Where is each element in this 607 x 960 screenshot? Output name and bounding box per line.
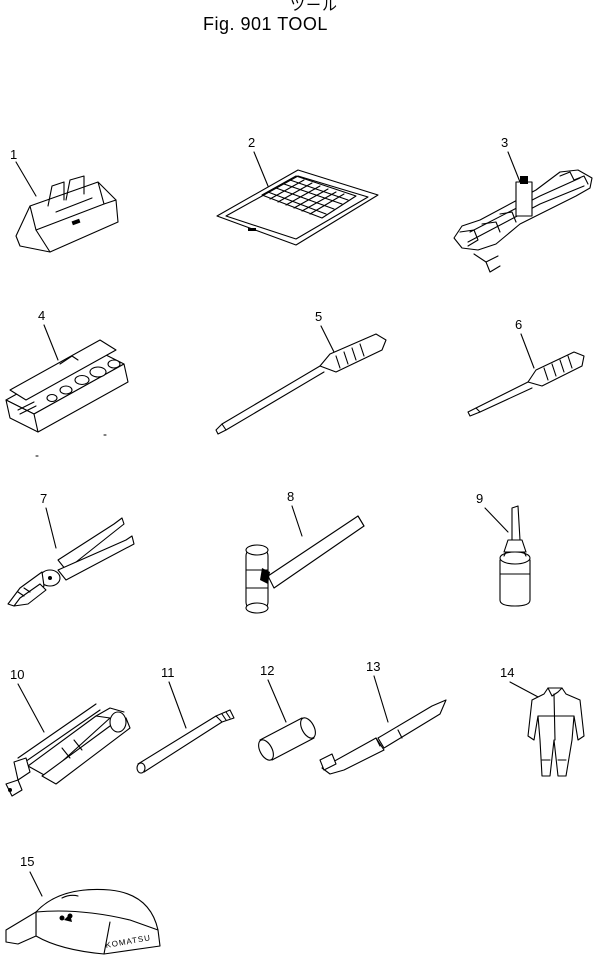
tool-bag-icon: [15, 175, 119, 253]
item-11: 11: [136, 665, 235, 774]
item-9: 9: [476, 491, 531, 607]
figure-title: Fig. 901 TOOL: [203, 14, 328, 34]
cylinder-icon: [258, 717, 316, 761]
item-number: 7: [40, 491, 47, 506]
wrench-set-icon: [453, 169, 593, 273]
coverall-icon: [527, 687, 585, 777]
nozzle-tool-icon: [319, 699, 447, 775]
item-number: 11: [161, 665, 175, 680]
item-3: 3: [453, 135, 593, 273]
item-13: 13: [319, 659, 447, 775]
item-2: 2: [216, 135, 379, 246]
item-1: 1: [10, 147, 119, 253]
item-number: 3: [501, 135, 508, 150]
screwdriver-large-icon: [215, 333, 387, 435]
screwdriver-small-icon: [467, 351, 585, 417]
item-7: 7: [7, 491, 135, 607]
item-4: 4: [5, 308, 129, 433]
item-number: 12: [260, 663, 274, 678]
item-number: 2: [248, 135, 255, 150]
item-number: 5: [315, 309, 322, 324]
item-12: 12: [258, 663, 316, 761]
item-number: 13: [366, 659, 380, 674]
item-14: 14: [500, 665, 585, 777]
oil-can-icon: [499, 505, 531, 607]
item-number: 10: [10, 667, 24, 682]
item-15: 15 KOMATSU: [5, 854, 161, 955]
item-number: 15: [20, 854, 34, 869]
item-number: 4: [38, 308, 45, 323]
item-number: 8: [287, 489, 294, 504]
chart-sheet-icon: [216, 169, 379, 246]
bar-icon: [136, 709, 235, 774]
cap-icon: KOMATSU: [5, 888, 161, 955]
item-number: 1: [10, 147, 17, 162]
item-6: 6: [467, 317, 585, 417]
figure-japanese-title: ツール: [290, 0, 339, 14]
item-8: 8: [245, 489, 365, 614]
grease-gun-icon: [5, 703, 131, 797]
item-5: 5: [215, 309, 387, 435]
item-number: 9: [476, 491, 483, 506]
item-10: 10: [5, 667, 131, 797]
pliers-icon: [7, 517, 135, 607]
socket-set-case-icon: [5, 339, 129, 433]
item-number: 14: [500, 665, 514, 680]
item-number: 6: [515, 317, 522, 332]
hammer-icon: [245, 515, 365, 614]
